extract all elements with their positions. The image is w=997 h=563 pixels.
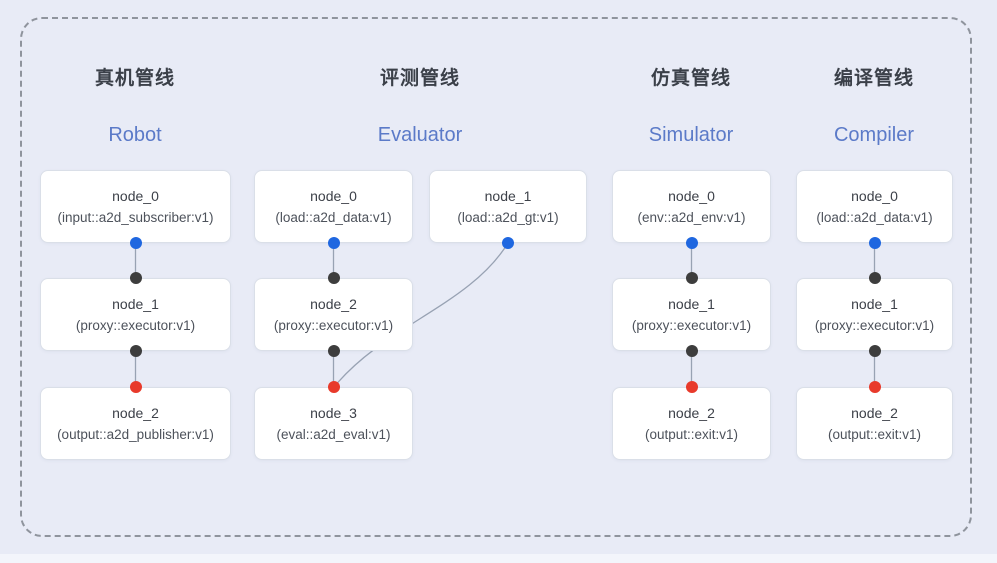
port-dot-black (868, 272, 881, 284)
port-dot-red (328, 381, 340, 393)
edge-eval-1-3-curve (333, 242, 509, 388)
node-name: node_1 (484, 187, 532, 204)
port-dot-blue (327, 237, 340, 249)
node-type: (proxy::executor:v1) (75, 317, 196, 333)
node-type: (load::a2d_gt:v1) (457, 209, 559, 225)
node-name: node_2 (112, 404, 159, 421)
node-box-robot-node2: node_2 (output::a2d_publisher:v1) (40, 387, 231, 460)
node-name: node_1 (112, 295, 159, 312)
node-name: node_0 (851, 187, 898, 204)
node-box-simulator-node1: node_1 (proxy::executor:v1) (612, 278, 771, 351)
port-dot-black (685, 272, 698, 284)
pipeline-title-en-compiler: Compiler (833, 124, 915, 146)
node-box-simulator-node2: node_2 (output::exit:v1) (612, 387, 771, 460)
node-type: (env::a2d_env:v1) (637, 209, 746, 225)
node-type: (proxy::executor:v1) (273, 317, 394, 333)
node-name: node_2 (310, 295, 357, 312)
dashed-frame (20, 17, 972, 537)
pipeline-title-en-robot: Robot (108, 124, 162, 146)
node-name: node_0 (310, 187, 357, 204)
port-dot-black (327, 272, 340, 284)
node-type: (output::exit:v1) (827, 426, 922, 442)
node-box-evaluator-node0: node_0 (load::a2d_data:v1) (254, 170, 413, 243)
node-name: node_3 (310, 404, 357, 421)
port-dot-blue (129, 237, 142, 249)
node-box-compiler-node0: node_0 (load::a2d_data:v1) (796, 170, 953, 243)
pipeline-title-zh-simulator: 仿真管线 (650, 68, 731, 89)
port-dot-black (685, 345, 698, 357)
node-name: node_2 (668, 404, 715, 421)
node-box-evaluator-node3: node_3 (eval::a2d_eval:v1) (254, 387, 413, 460)
pipeline-title-zh-compiler: 编译管线 (833, 68, 914, 89)
node-box-robot-node1: node_1 (proxy::executor:v1) (40, 278, 231, 351)
port-dot-blue (502, 237, 514, 249)
node-box-robot-node0: node_0 (input::a2d_subscriber:v1) (40, 170, 231, 243)
pipeline-title-zh-evaluator: 评测管线 (379, 68, 460, 89)
pipeline-title-en-evaluator: Evaluator (377, 124, 463, 146)
node-box-evaluator-node2: node_2 (proxy::executor:v1) (254, 278, 413, 351)
port-dot-blue (868, 237, 881, 249)
port-dot-black (868, 345, 881, 357)
port-dot-black (129, 272, 142, 284)
node-type: (input::a2d_subscriber:v1) (57, 209, 214, 225)
node-type: (eval::a2d_eval:v1) (276, 426, 391, 442)
node-type: (proxy::executor:v1) (814, 317, 935, 333)
port-dot-black (327, 345, 340, 357)
port-dot-black (129, 345, 142, 357)
pipeline-title-zh-robot: 真机管线 (94, 68, 175, 89)
node-name: node_2 (851, 404, 898, 421)
port-dot-blue (685, 237, 698, 249)
port-dot-red (868, 381, 881, 393)
port-dot-red (129, 381, 142, 393)
port-dot-red (685, 381, 698, 393)
node-type: (load::a2d_data:v1) (816, 209, 933, 225)
node-type: (output::exit:v1) (644, 426, 739, 442)
node-name: node_0 (668, 187, 715, 204)
node-box-evaluator-node1: node_1 (load::a2d_gt:v1) (429, 170, 587, 243)
node-box-compiler-node1: node_1 (proxy::executor:v1) (796, 278, 953, 351)
node-box-compiler-node2: node_2 (output::exit:v1) (796, 387, 953, 460)
node-name: node_1 (668, 295, 715, 312)
node-type: (load::a2d_data:v1) (275, 209, 392, 225)
bottom-strip (0, 554, 997, 563)
pipeline-title-en-simulator: Simulator (648, 124, 734, 146)
node-type: (output::a2d_publisher:v1) (57, 426, 214, 442)
node-type: (proxy::executor:v1) (631, 317, 752, 333)
node-name: node_0 (112, 187, 159, 204)
node-name: node_1 (851, 295, 898, 312)
node-box-simulator-node0: node_0 (env::a2d_env:v1) (612, 170, 771, 243)
